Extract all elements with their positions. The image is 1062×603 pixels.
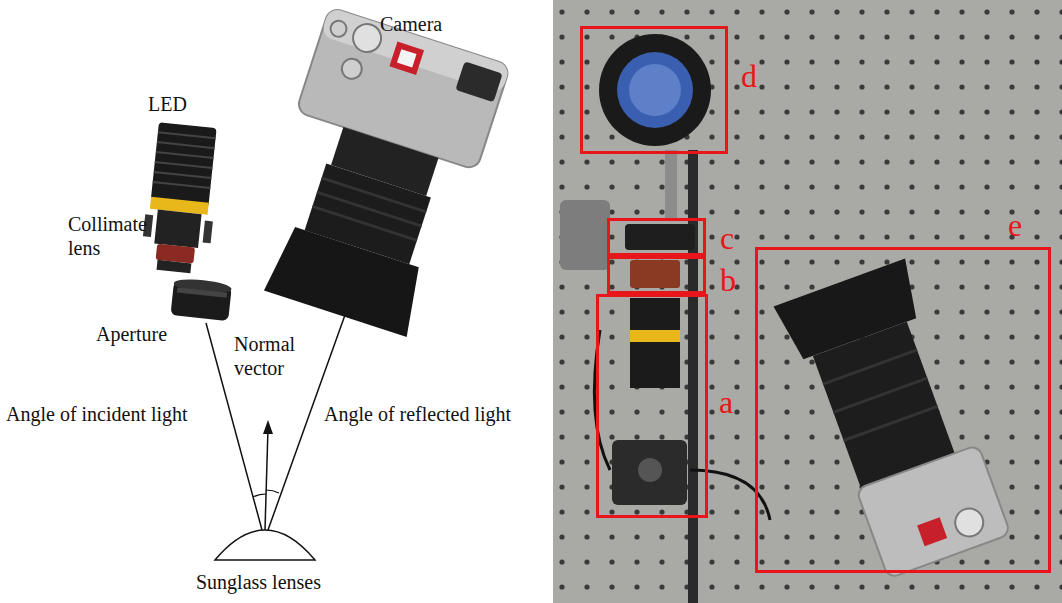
callout-letter: c	[720, 221, 734, 255]
callout-letter: d	[741, 59, 757, 93]
callout-letter: a	[719, 385, 733, 419]
callout-box: e	[755, 247, 1051, 573]
angle-label: Angle of reflected light	[324, 402, 511, 426]
camera-label: Camera	[380, 12, 442, 36]
sample-label: Sunglass lenses	[196, 570, 321, 594]
callout-box: b	[607, 256, 706, 294]
led-label: LED	[148, 92, 187, 116]
callout-box: a	[596, 294, 708, 518]
callout-box: d	[580, 26, 728, 154]
callout-letter: b	[720, 263, 736, 297]
callout-box: c	[607, 218, 706, 256]
callout-letter: e	[1008, 208, 1022, 242]
angle-label: Angle of incident light	[6, 402, 188, 426]
lens-label: Collimate lens	[68, 212, 160, 260]
normal-label: Normal vector	[234, 332, 304, 380]
aperture-label: Aperture	[96, 322, 167, 346]
